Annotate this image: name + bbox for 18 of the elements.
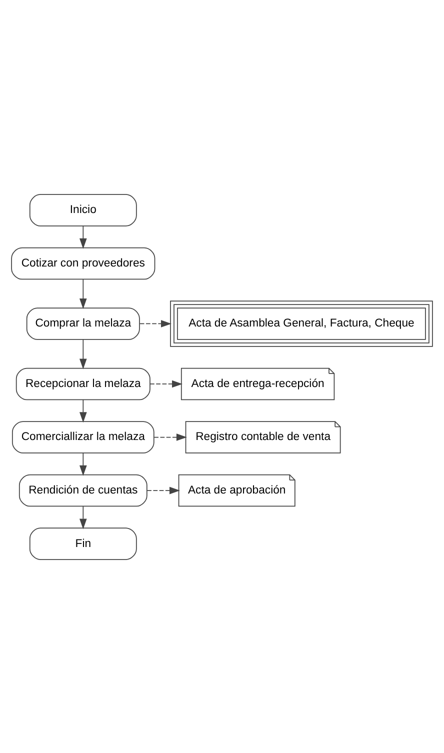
- arrow: [154, 433, 187, 440]
- node-box: Cotizar con proveedores: [11, 246, 156, 280]
- node-box: Recepcionar la melaza: [16, 367, 150, 400]
- node-box: Fin: [29, 527, 137, 560]
- arrow: [79, 505, 87, 529]
- arrow: [79, 452, 87, 476]
- arrow: [150, 380, 182, 388]
- node-box: Acta de Asamblea General, Factura, Cheque: [170, 300, 433, 346]
- node-box: Inicio: [29, 194, 137, 226]
- arrow: [79, 225, 87, 248]
- arrow: [146, 486, 180, 494]
- arrow: [79, 278, 87, 308]
- arrow: [79, 338, 87, 369]
- arrow: [139, 320, 172, 327]
- node-box: Comerciallizar la melaza: [12, 420, 154, 453]
- node-box: Rendición de cuentas: [18, 474, 148, 506]
- arrow: [79, 398, 87, 422]
- node-box: Comprar la melaza: [26, 307, 140, 340]
